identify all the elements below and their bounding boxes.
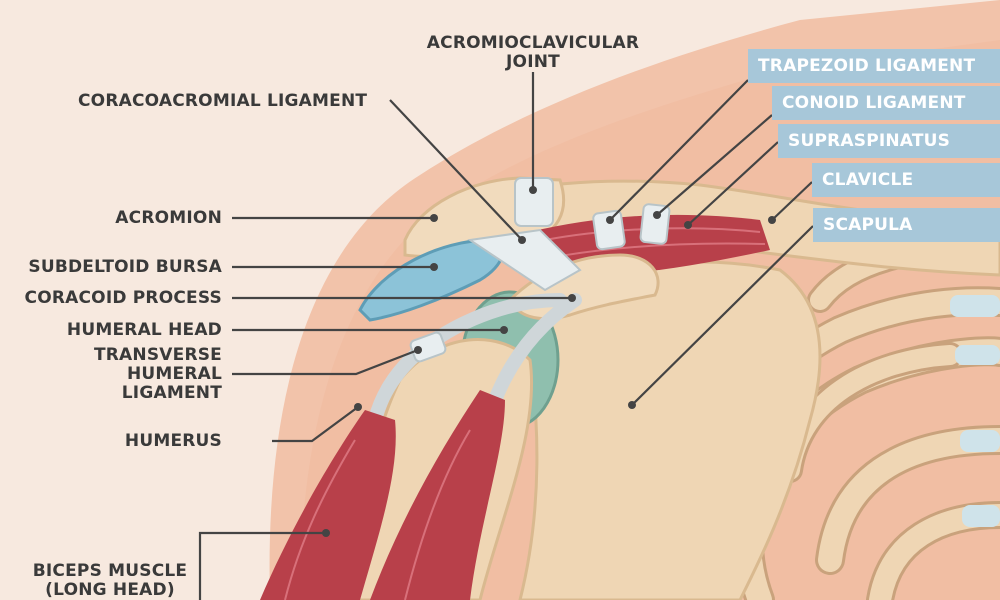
- label-subdeltoid-bursa: SUBDELTOID BURSA: [28, 257, 222, 277]
- label-thl-line2: HUMERAL: [126, 364, 222, 384]
- leader-lines: [198, 72, 814, 600]
- leader-endpoints: [322, 186, 776, 537]
- label-transverse-humeral-ligament: TRANSVERSE HUMERAL LIGAMENT: [0, 346, 222, 403]
- label-coracoacromial-ligament: CORACOACROMIAL LIGAMENT: [78, 91, 368, 111]
- label-supraspinatus: SUPRASPINATUS: [778, 124, 1000, 158]
- label-ac-line1: ACROMIOCLAVICULAR: [426, 33, 640, 53]
- label-biceps-muscle: BICEPS MUSCLE (LONG HEAD): [28, 562, 192, 600]
- label-acromion: ACROMION: [115, 208, 222, 228]
- label-clavicle: CLAVICLE: [812, 163, 1000, 197]
- label-coracoid-process: CORACOID PROCESS: [24, 288, 222, 308]
- label-biceps-line2: (LONG HEAD): [45, 580, 175, 600]
- label-humerus: HUMERUS: [124, 431, 222, 451]
- label-thl-line3: LIGAMENT: [121, 383, 222, 403]
- trapezoid-ligament-shape: [592, 209, 626, 251]
- biceps-tendon-short: [488, 293, 582, 407]
- label-acromioclavicular-joint: ACROMIOCLAVICULAR JOINT: [418, 34, 648, 72]
- biceps-muscle-long-head: [260, 410, 396, 600]
- label-thl-line1: TRANSVERSE: [93, 345, 222, 365]
- label-trapezoid-ligament: TRAPEZOID LIGAMENT: [748, 49, 1000, 83]
- label-scapula: SCAPULA: [813, 208, 1000, 242]
- label-conoid-ligament: CONOID LIGAMENT: [772, 86, 1000, 120]
- conoid-ligament-shape: [639, 203, 671, 245]
- label-biceps-line1: BICEPS MUSCLE: [32, 561, 188, 581]
- label-ac-line2: JOINT: [506, 52, 560, 72]
- label-humeral-head: HUMERAL HEAD: [66, 320, 222, 340]
